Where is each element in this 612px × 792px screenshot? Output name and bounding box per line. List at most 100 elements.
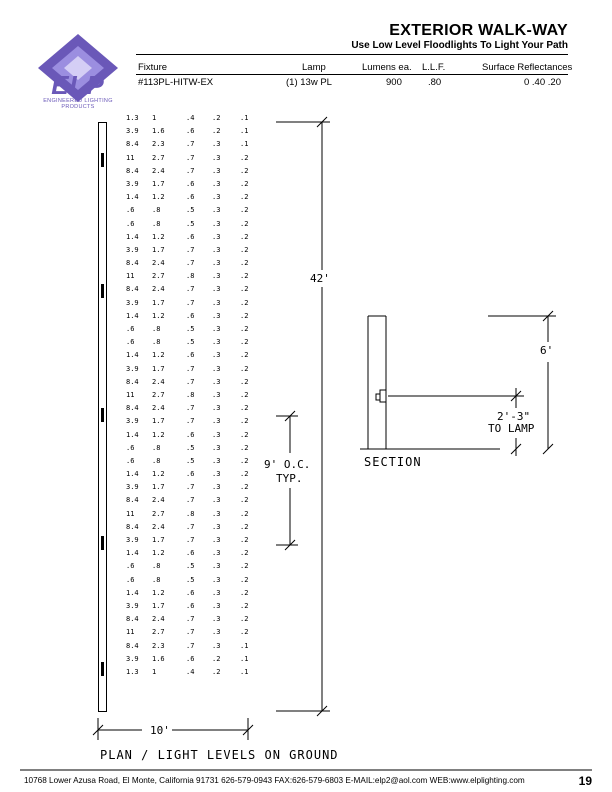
grid-cell: .2 [212, 667, 221, 676]
grid-cell: .6 [126, 325, 135, 333]
grid-cell: 1.6 [152, 654, 165, 663]
grid-cell: .5 [186, 575, 195, 584]
grid-cell: .5 [186, 219, 195, 228]
grid-cell: .6 [186, 588, 195, 597]
grid-cell: 3.9 [126, 179, 139, 188]
grid-cell: 2.4 [152, 522, 165, 531]
grid-cell: .7 [186, 536, 195, 544]
grid-cell: .3 [212, 575, 221, 584]
grid-cell: 1.7 [152, 179, 165, 188]
grid-cell: .2 [240, 232, 249, 241]
grid-cell: .5 [186, 338, 195, 347]
grid-cell: 2.7 [152, 153, 165, 162]
grid-cell: .7 [186, 496, 195, 505]
grid-cell: .3 [212, 390, 221, 399]
grid-cell: .2 [240, 456, 249, 465]
grid-cell: 3.9 [126, 364, 139, 373]
lumens-header: Lumens ea. [362, 62, 412, 73]
page-subtitle: Use Low Level Floodlights To Light Your … [351, 40, 568, 51]
grid-cell: 8.4 [126, 285, 139, 294]
grid-cell: .2 [240, 601, 249, 610]
grid-cell: 8.4 [126, 496, 139, 505]
grid-cell: 1.7 [152, 536, 165, 544]
grid-cell: 8.4 [126, 166, 139, 175]
grid-cell: 8.4 [126, 615, 139, 624]
grid-cell: 2.7 [152, 628, 165, 637]
grid-cell: .1 [240, 654, 249, 663]
grid-cell: 2.4 [152, 259, 165, 268]
grid-cell: .2 [240, 245, 249, 254]
grid-cell: 3.9 [126, 245, 139, 254]
lamp-value: (1) 13w PL [286, 77, 332, 88]
elp-logo-diamond-icon [38, 34, 118, 102]
grid-cell: .3 [212, 140, 221, 149]
grid-cell: .8 [152, 562, 161, 571]
grid-cell: 11 [126, 272, 135, 281]
fixture-icon [101, 153, 104, 167]
grid-cell: 11 [126, 153, 135, 162]
grid-cell: 1.2 [152, 351, 165, 360]
grid-cell: 3.9 [126, 298, 139, 307]
grid-cell: .2 [240, 430, 249, 439]
grid-cell: .7 [186, 483, 195, 492]
grid-cell: .8 [152, 325, 161, 333]
grid-cell: 11 [126, 509, 135, 518]
grid-cell: 2.7 [152, 509, 165, 518]
grid-cell: 2.4 [152, 166, 165, 175]
grid-cell: .2 [240, 628, 249, 637]
plan-caption: PLAN / LIGHT LEVELS ON GROUND [100, 748, 339, 762]
grid-cell: .6 [186, 232, 195, 241]
grid-cell: 1.2 [152, 430, 165, 439]
grid-cell: 2.4 [152, 615, 165, 624]
grid-cell: .2 [240, 272, 249, 281]
grid-cell: .1 [240, 127, 249, 136]
grid-cell: .3 [212, 615, 221, 624]
grid-cell: .6 [126, 219, 135, 228]
grid-cell: .2 [240, 153, 249, 162]
grid-cell: 1.7 [152, 601, 165, 610]
grid-cell: 2.3 [152, 140, 165, 149]
grid-cell: .6 [186, 601, 195, 610]
grid-cell: .3 [212, 404, 221, 413]
grid-cell: .6 [186, 179, 195, 188]
grid-cell: .3 [212, 601, 221, 610]
grid-cell: .6 [126, 456, 135, 465]
grid-cell: .2 [240, 338, 249, 347]
grid-cell: .2 [240, 562, 249, 571]
grid-cell: .7 [186, 522, 195, 531]
grid-cell: .5 [186, 325, 195, 333]
logo-subtitle-1: ENGINEERED LIGHTING [43, 98, 113, 104]
grid-cell: .3 [212, 311, 221, 320]
grid-cell: .3 [212, 456, 221, 465]
grid-cell: .6 [126, 575, 135, 584]
grid-cell: .6 [186, 311, 195, 320]
grid-cell: .3 [212, 232, 221, 241]
grid-cell: 2.4 [152, 377, 165, 386]
grid-cell: 1.4 [126, 588, 139, 597]
grid-cell: .3 [212, 245, 221, 254]
grid-cell: .3 [212, 166, 221, 175]
grid-cell: 1.4 [126, 311, 139, 320]
grid-cell: .2 [240, 417, 249, 426]
grid-cell: .6 [186, 127, 195, 136]
grid-cell: .7 [186, 628, 195, 637]
grid-cell: 1.7 [152, 483, 165, 492]
grid-cell: 8.4 [126, 377, 139, 386]
grid-cell: .3 [212, 285, 221, 294]
grid-cell: .6 [186, 351, 195, 360]
logo-subtitle-2: PRODUCTS [61, 104, 95, 110]
grid-cell: 1.3 [126, 114, 139, 122]
grid-cell: .7 [186, 364, 195, 373]
grid-cell: .3 [212, 219, 221, 228]
grid-cell: .6 [126, 443, 135, 452]
grid-cell: .2 [240, 522, 249, 531]
grid-cell: 1.2 [152, 470, 165, 479]
grid-cell: 8.4 [126, 641, 139, 650]
grid-cell: 2.7 [152, 390, 165, 399]
grid-cell: .2 [240, 496, 249, 505]
grid-cell: 2.3 [152, 641, 165, 650]
grid-cell: .3 [212, 470, 221, 479]
grid-cell: .2 [240, 259, 249, 268]
grid-cell: .7 [186, 417, 195, 426]
grid-cell: .2 [240, 470, 249, 479]
